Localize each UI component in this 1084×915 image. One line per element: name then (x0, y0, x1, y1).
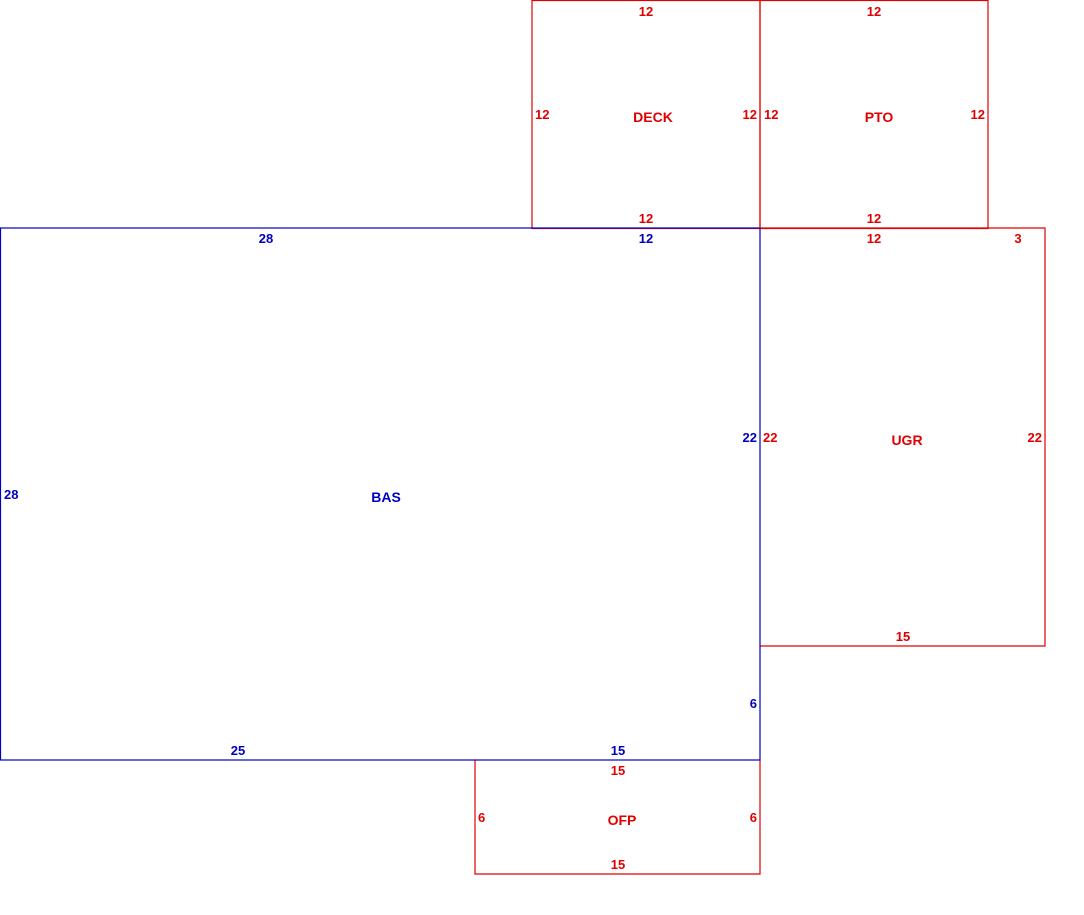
pto-area: 12 12 12 12 PTO (759, 0, 989, 230)
deck-label: DECK (633, 109, 673, 125)
bas-left-dimension: 28 (4, 487, 18, 502)
ofp-label: OFP (608, 812, 637, 828)
pto-bottom-dimension: 12 (867, 211, 881, 226)
bas-right-upper-dimension: 22 (743, 430, 757, 445)
bas-label: BAS (371, 489, 401, 505)
ugr-top-right-dimension: 3 (1014, 231, 1021, 246)
ugr-top-dimension: 12 (867, 231, 881, 246)
bas-bottom-left-dimension: 25 (231, 743, 245, 758)
bas-outline (0, 227, 761, 761)
bas-right-lower-dimension: 6 (750, 696, 757, 711)
pto-left-dimension: 12 (764, 107, 778, 122)
ugr-label: UGR (891, 432, 922, 448)
deck-bottom-dimension: 12 (639, 211, 653, 226)
bas-top-right-dimension: 12 (639, 231, 653, 246)
ofp-outline (474, 760, 761, 875)
ofp-top-dimension: 15 (611, 763, 625, 778)
ofp-bottom-dimension: 15 (611, 857, 625, 872)
ugr-area: 12 3 22 22 15 UGR (760, 227, 1046, 647)
pto-label: PTO (865, 109, 894, 125)
ugr-right-dimension: 22 (1028, 430, 1042, 445)
bas-top-left-dimension: 28 (259, 231, 273, 246)
ugr-bottom-dimension: 15 (896, 629, 910, 644)
deck-left-dimension: 12 (535, 107, 549, 122)
deck-area: 12 12 12 12 DECK (531, 0, 761, 230)
pto-top-dimension: 12 (867, 4, 881, 19)
ofp-area: 15 6 6 15 OFP (474, 760, 761, 875)
ugr-outline (760, 227, 1046, 647)
ugr-left-dimension: 22 (763, 430, 777, 445)
bas-bottom-right-dimension: 15 (611, 743, 625, 758)
deck-right-dimension: 12 (743, 107, 757, 122)
bas-area: 28 12 22 6 28 25 15 BAS (0, 227, 761, 761)
ofp-left-dimension: 6 (478, 810, 485, 825)
ofp-right-dimension: 6 (750, 810, 757, 825)
pto-right-dimension: 12 (971, 107, 985, 122)
deck-top-dimension: 12 (639, 4, 653, 19)
